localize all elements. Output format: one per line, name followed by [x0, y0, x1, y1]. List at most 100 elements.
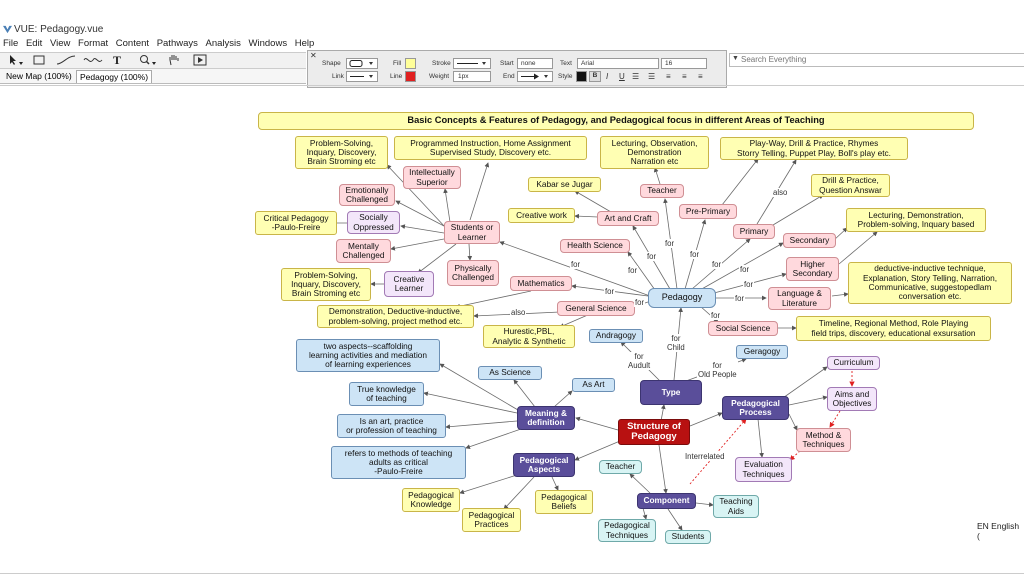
node-creative-work[interactable]: Creative work — [508, 208, 575, 223]
link-primary-drill[interactable] — [767, 194, 824, 229]
node-lecturing-observation[interactable]: Lecturing, Observation, Demonstration Na… — [600, 136, 709, 169]
menu-content[interactable]: Content — [115, 38, 150, 49]
tab-new-map[interactable]: New Map (100%) — [6, 71, 72, 81]
node-emotionally-challenged[interactable]: Emotionally Challenged — [339, 184, 395, 206]
bold-button[interactable]: B — [589, 71, 601, 82]
node-creative-learner[interactable]: Creative Learner — [384, 271, 434, 297]
node-teaching-aids[interactable]: Teaching Aids — [713, 495, 759, 518]
node-lecturing-demonstration[interactable]: Lecturing, Demonstration, Problem-solvin… — [846, 208, 986, 232]
link-higher-lecturing[interactable] — [838, 231, 878, 265]
presentation-button[interactable] — [192, 54, 208, 66]
node-pedagogical-knowledge[interactable]: Pedagogical Knowledge — [402, 488, 460, 512]
node-drill-practice[interactable]: Drill & Practice, Question Answar — [811, 174, 890, 197]
link-process-method[interactable] — [788, 413, 798, 431]
node-geragogy[interactable]: Geragogy — [736, 345, 788, 359]
link-students-mental[interactable] — [390, 238, 445, 251]
node-kabar-se-jugar[interactable]: Kabar se Jugar — [528, 177, 601, 192]
menu-analysis[interactable]: Analysis — [205, 38, 241, 49]
node-pedagogical-aspects[interactable]: Pedagogical Aspects — [513, 453, 575, 477]
link-structure-meaning[interactable] — [575, 416, 619, 431]
node-two-aspects[interactable]: two aspects--scaffolding learning activi… — [296, 339, 440, 372]
link-process-aims[interactable] — [788, 395, 828, 406]
link-meaning-art[interactable] — [553, 390, 573, 408]
link-meaning-twoaspects[interactable] — [439, 363, 519, 411]
link-pedagogy-students[interactable] — [499, 241, 651, 297]
link-structure-process[interactable] — [689, 412, 723, 427]
node-component-teacher[interactable]: Teacher — [599, 460, 642, 474]
text-color-button[interactable] — [576, 71, 587, 82]
italic-button[interactable]: I — [606, 72, 609, 81]
link-students-creative[interactable] — [417, 243, 457, 274]
align-left-icon[interactable]: ≡ — [666, 72, 671, 81]
node-social-science[interactable]: Social Science — [708, 321, 778, 336]
link-art-creative[interactable] — [574, 213, 599, 219]
shape-select[interactable] — [346, 58, 378, 69]
font-size-select[interactable]: 16 — [661, 58, 707, 69]
node-health-science[interactable]: Health Science — [560, 239, 630, 253]
link-secondary-lecturing[interactable] — [833, 227, 848, 241]
node-pedagogical-techniques[interactable]: Pedagogical Techniques — [598, 519, 656, 542]
link-students-problem1[interactable] — [386, 164, 447, 229]
tab-pedagogy[interactable]: Pedagogy (100%) — [76, 70, 153, 83]
node-intellectually-superior[interactable]: Intellectually Superior — [403, 166, 461, 189]
link-structure-type[interactable] — [660, 404, 666, 422]
node-higher-secondary[interactable]: Higher Secondary — [786, 257, 839, 281]
menu-view[interactable]: View — [49, 38, 71, 49]
node-timeline[interactable]: Timeline, Regional Method, Role Playing … — [796, 316, 991, 341]
link-students-emotional[interactable] — [395, 200, 445, 227]
node-hurestic[interactable]: Hurestic,PBL, Analytic & Synthetic — [483, 325, 575, 348]
node-evaluation-techniques[interactable]: Evaluation Techniques — [735, 457, 792, 482]
link-aims-method[interactable] — [829, 410, 841, 428]
link-preprimary-playway[interactable] — [721, 158, 759, 206]
link-art-kabar[interactable] — [574, 190, 612, 213]
node-refers-methods[interactable]: refers to methods of teaching adults as … — [331, 446, 466, 479]
node-as-science[interactable]: As Science — [478, 366, 542, 380]
font-select[interactable]: Arial — [577, 58, 659, 69]
node-pedagogy[interactable]: Pedagogy — [648, 288, 716, 308]
fill-color-button[interactable] — [405, 58, 416, 69]
underline-button[interactable]: U — [619, 72, 625, 81]
node-students[interactable]: Students — [665, 530, 711, 544]
node-tool-button[interactable] — [30, 54, 48, 66]
text-tool-button[interactable]: T — [112, 53, 121, 67]
close-icon[interactable]: ✕ — [310, 51, 317, 60]
node-curriculum[interactable]: Curriculum — [827, 356, 880, 370]
link-pedagogy-health[interactable] — [627, 251, 656, 291]
node-type[interactable]: Type — [640, 380, 702, 405]
search-input[interactable] — [741, 54, 1021, 65]
node-pre-primary[interactable]: Pre-Primary — [679, 204, 737, 219]
menu-format[interactable]: Format — [78, 38, 109, 49]
link-component-aids[interactable] — [695, 502, 714, 507]
link-tool-button[interactable] — [55, 54, 77, 66]
bullet-list-icon[interactable]: ☰ — [632, 72, 640, 81]
link-students-intellect[interactable] — [443, 188, 451, 223]
link-process-curriculum[interactable] — [779, 366, 828, 401]
link-meaning-refers[interactable] — [465, 428, 522, 449]
node-pedagogical-practices[interactable]: Pedagogical Practices — [462, 508, 521, 532]
link-aspects-practices[interactable] — [503, 476, 535, 510]
node-structure-of-pedagogy[interactable]: Structure of Pedagogy — [618, 419, 690, 445]
link-mathematics-demo[interactable] — [455, 290, 532, 309]
link-structure-component[interactable] — [658, 444, 668, 494]
start-arrow-select[interactable]: none — [517, 58, 553, 69]
menu-help[interactable]: Help — [294, 38, 315, 49]
node-teacher[interactable]: Teacher — [640, 184, 684, 198]
search-dropdown-icon[interactable]: ▼ — [732, 55, 739, 62]
language-indicator[interactable]: EN English ( — [977, 521, 1020, 541]
zoom-tool-button[interactable] — [138, 54, 160, 66]
link-teacher-lecturing[interactable] — [653, 167, 661, 185]
node-pedagogical-process[interactable]: Pedagogical Process — [722, 396, 789, 420]
map-title[interactable]: Basic Concepts & Features of Pedagogy, a… — [258, 112, 974, 130]
link-language-deductive[interactable] — [831, 292, 849, 297]
align-center-icon[interactable]: ≡ — [682, 72, 687, 81]
stroke-select[interactable] — [453, 58, 491, 69]
link-component-teacher[interactable] — [629, 473, 651, 494]
node-socially-oppressed[interactable]: Socially Oppressed — [347, 211, 400, 234]
link-component-students[interactable] — [667, 508, 683, 531]
link-meaning-science[interactable] — [513, 379, 536, 408]
node-meaning-definition[interactable]: Meaning & definition — [517, 406, 575, 430]
link-meaning-practice[interactable] — [445, 420, 518, 430]
node-deductive-inductive[interactable]: deductive-inductive technique, Explanati… — [848, 262, 1012, 304]
numbered-list-icon[interactable]: ☰ — [648, 72, 656, 81]
link-component-techniques[interactable] — [642, 507, 648, 520]
